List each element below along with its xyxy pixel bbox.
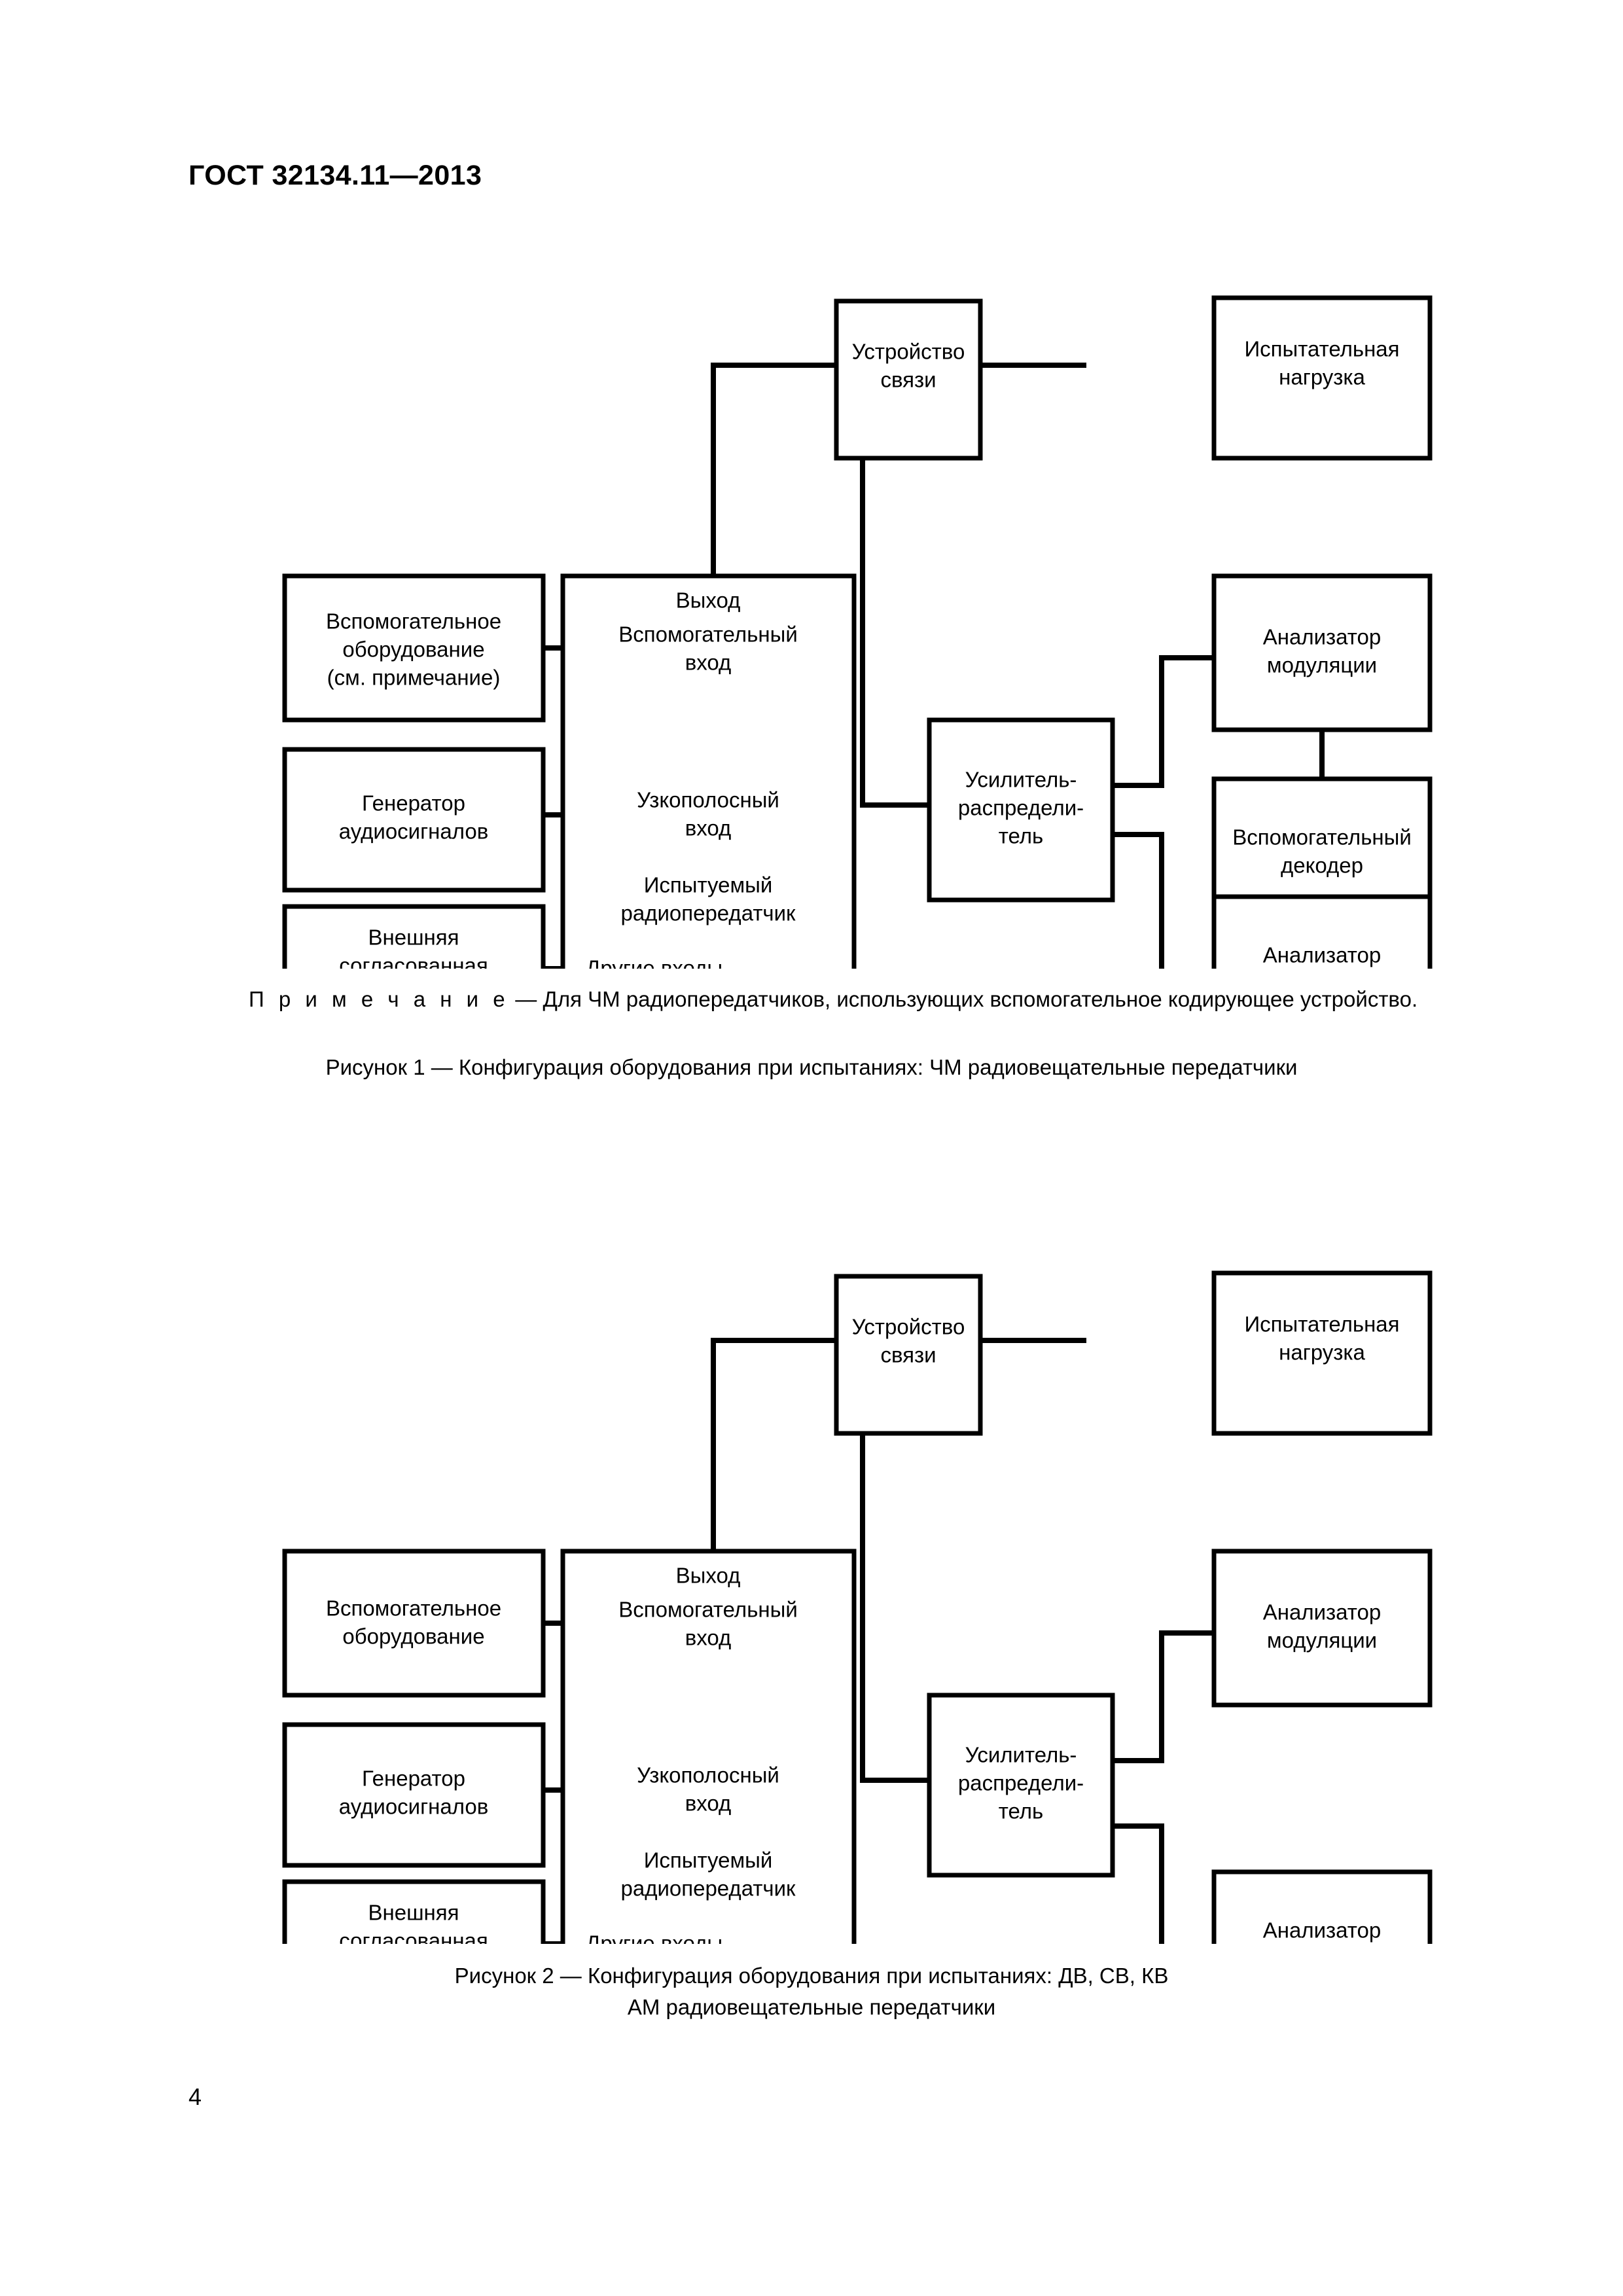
box-test-load-line2: нагрузка [1279, 365, 1365, 389]
box-external-load-line2: согласованная [339, 954, 488, 969]
box-aux-equipment-line1: Вспомогательное [326, 1596, 501, 1621]
box-audio-generator-line2: аудиосигналов [339, 1795, 489, 1819]
label-transmitter-output: Выход [676, 588, 741, 613]
label-transmitter-narrowband-input-line1: Узкополосный [637, 788, 779, 812]
box-test-load-line1: Испытательная [1244, 337, 1399, 361]
note-text: Для ЧМ радиопередатчиков, использующих в… [543, 987, 1418, 1011]
figure-1-caption: Рисунок 1 — Конфигурация оборудования пр… [325, 1055, 1298, 1079]
box-mod-analyzer-line2: модуляции [1267, 653, 1377, 677]
box-aux-equipment[interactable]: Вспомогательное оборудование (см. примеч… [282, 573, 546, 723]
box-coupling-device-line2: связи [880, 1343, 936, 1367]
box-modulation-analyzer[interactable]: Анализатор модуляции [1211, 573, 1433, 732]
box-mod-analyzer-line1: Анализатор [1263, 1600, 1382, 1624]
box-amplifier-distributor[interactable]: Усилитель- распредели- тель [927, 1693, 1115, 1878]
box-amplifier-distributor[interactable]: Усилитель- распредели- тель [927, 717, 1115, 903]
box-aux-decoder-line1: Вспомогательный [1232, 825, 1412, 850]
wire-amplifier-to-mod-analyzer [1113, 655, 1214, 788]
box-audio-generator-line1: Генератор [362, 791, 465, 816]
label-transmitter-name-line2: радиопередатчик [620, 1876, 796, 1901]
label-transmitter-name-line2: радиопередатчик [620, 901, 796, 925]
box-test-load[interactable]: Испытательная нагрузка [1211, 295, 1433, 461]
box-spectrum-analyzer-line1: Анализатор [1263, 943, 1382, 967]
box-coupling-device-line1: Устройство [852, 1315, 965, 1339]
wire-transmitter-to-coupling [711, 1338, 836, 1551]
page-number: 4 [188, 2083, 202, 2110]
figure-2-caption-line2: АМ радиовещательные передатчики [627, 1994, 996, 2019]
label-transmitter-narrowband-input-line2: вход [685, 816, 732, 840]
label-transmitter-other-inputs: Другие входы [586, 1931, 722, 1944]
label-transmitter-aux-input-line2: вход [685, 651, 732, 675]
box-aux-decoder-line2: декодер [1281, 853, 1363, 878]
box-aux-equipment-line2: оборудование [342, 637, 484, 662]
wire-amplifier-to-spectrum-analyzer [1113, 832, 1164, 969]
label-transmitter-output: Выход [676, 1564, 741, 1588]
box-external-load-line1: Внешняя [368, 925, 459, 950]
box-spectrum-analyzer[interactable]: Анализатор спектра [1211, 894, 1433, 969]
box-test-load[interactable]: Испытательная нагрузка [1211, 1270, 1433, 1436]
label-transmitter-narrowband-input-line2: вход [685, 1791, 732, 1816]
box-audio-generator[interactable]: Генератор аудиосигналов [282, 1722, 546, 1868]
label-transmitter-name-line1: Испытуемый [644, 1848, 773, 1873]
box-transmitter-under-test[interactable]: Выход Вспомогательный вход Узкополосный … [560, 573, 857, 969]
box-amplifier-line2: распредели- [958, 796, 1084, 820]
box-spectrum-analyzer[interactable]: Анализатор спектра [1211, 1869, 1433, 1944]
wire-transmitter-to-coupling [711, 363, 836, 576]
box-amplifier-line1: Усилитель- [965, 1743, 1077, 1767]
box-aux-equipment[interactable]: Вспомогательное оборудование [282, 1549, 546, 1698]
box-test-load-line2: нагрузка [1279, 1340, 1365, 1365]
note-dash: — [509, 987, 543, 1011]
box-external-load-line2: согласованная [339, 1929, 488, 1944]
box-transmitter-under-test[interactable]: Выход Вспомогательный вход Узкополосный … [560, 1549, 857, 1944]
wire-coupling-to-amplifier [860, 458, 929, 808]
box-aux-equipment-line2: оборудование [342, 1624, 484, 1649]
box-amplifier-line3: тель [999, 1799, 1043, 1823]
label-transmitter-name-line1: Испытуемый [644, 873, 773, 897]
label-transmitter-other-inputs: Другие входы [586, 956, 722, 969]
box-audio-generator[interactable]: Генератор аудиосигналов [282, 747, 546, 893]
standard-header: ГОСТ 32134.11—2013 [188, 160, 482, 191]
box-modulation-analyzer[interactable]: Анализатор модуляции [1211, 1549, 1433, 1708]
label-transmitter-aux-input-line1: Вспомогательный [618, 1598, 798, 1622]
box-mod-analyzer-line1: Анализатор [1263, 625, 1382, 649]
note-label: П р и м е ч а н и е [249, 987, 510, 1011]
box-amplifier-line3: тель [999, 824, 1043, 848]
label-transmitter-aux-input-line2: вход [685, 1626, 732, 1650]
figure-2-caption-line1: Рисунок 2 — Конфигурация оборудования пр… [454, 1964, 1169, 1988]
figure-2-diagram: Устройство связи Испытательная нагрузка … [282, 1270, 1433, 1944]
label-transmitter-aux-input-line1: Вспомогательный [618, 622, 798, 647]
box-external-load[interactable]: Внешняя согласованная нагрузка [282, 904, 546, 969]
label-transmitter-narrowband-input-line1: Узкополосный [637, 1763, 779, 1787]
box-coupling-device[interactable]: Устройство связи [834, 298, 983, 461]
box-spectrum-analyzer-line1: Анализатор [1263, 1918, 1382, 1943]
figure-2-caption: Рисунок 2 — Конфигурация оборудования пр… [0, 1960, 1623, 2023]
box-mod-analyzer-line2: модуляции [1267, 1628, 1377, 1653]
box-test-load-line1: Испытательная [1244, 1312, 1399, 1336]
box-amplifier-line2: распредели- [958, 1771, 1084, 1795]
figure-1-note: П р и м е ч а н и е — Для ЧМ радиопереда… [249, 987, 1571, 1012]
box-aux-equipment-line1: Вспомогательное [326, 609, 501, 634]
box-external-load[interactable]: Внешняя согласованная нагрузка [282, 1879, 546, 1944]
box-audio-generator-line1: Генератор [362, 1767, 465, 1791]
box-audio-generator-line2: аудиосигналов [339, 819, 489, 844]
box-external-load-line1: Внешняя [368, 1901, 459, 1925]
box-coupling-device[interactable]: Устройство связи [834, 1274, 983, 1436]
wire-coupling-to-amplifier [860, 1433, 929, 1783]
figure-1-diagram: Устройство связи Испытательная нагрузка … [282, 295, 1433, 969]
box-aux-equipment-line3: (см. примечание) [327, 666, 501, 690]
box-coupling-device-line2: связи [880, 368, 936, 392]
wire-amplifier-to-spectrum-analyzer [1113, 1823, 1164, 1944]
box-amplifier-line1: Усилитель- [965, 768, 1077, 792]
box-coupling-device-line1: Устройство [852, 340, 965, 364]
wire-amplifier-to-mod-analyzer [1113, 1630, 1214, 1763]
